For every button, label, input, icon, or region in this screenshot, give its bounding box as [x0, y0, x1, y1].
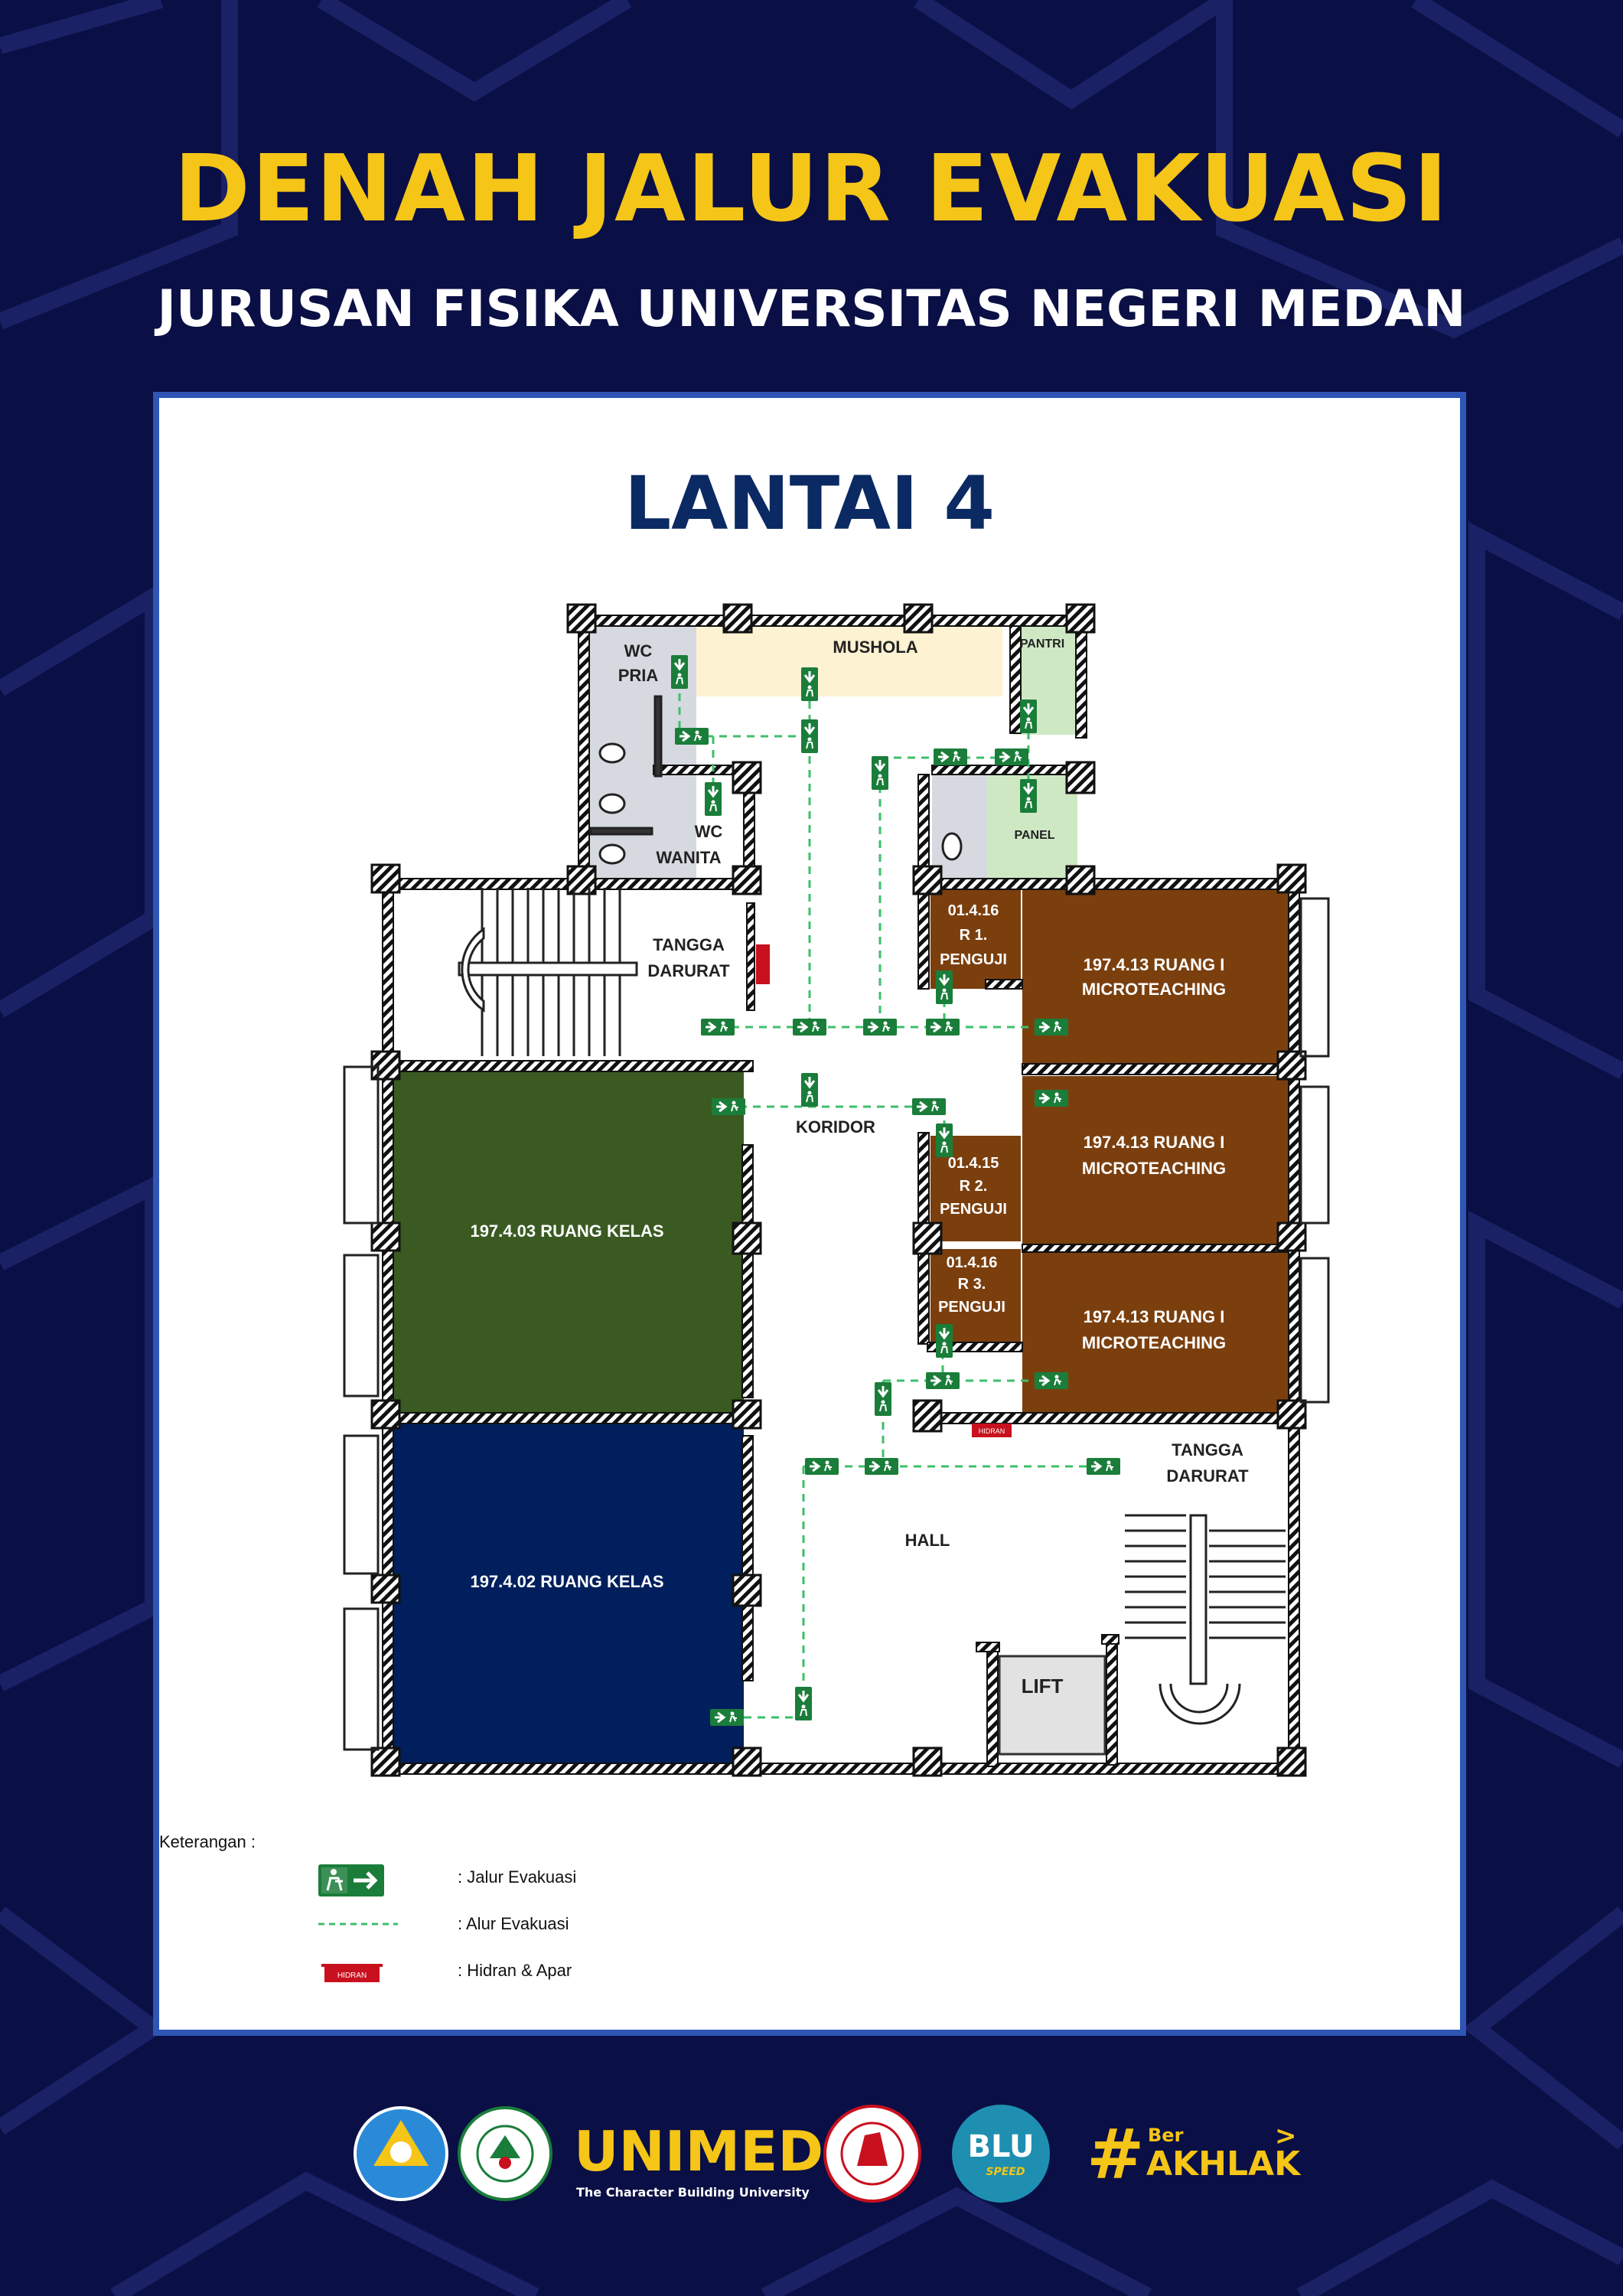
akhlak-arrow: >	[1275, 2121, 1297, 2151]
lift-room	[998, 1655, 1106, 1756]
microteaching-1-label-2: MICROTEACHING	[1082, 980, 1226, 999]
legend-hidran-apar: : Hidran & Apar	[458, 1961, 572, 1980]
hydrant-icon: HIDRAN	[321, 1964, 383, 1982]
universitas-negeri-medan-logo	[458, 2106, 552, 2201]
legend-icons: HIDRAN	[318, 1864, 398, 1982]
hydrant-legend-label: HIDRAN	[337, 1971, 367, 1980]
blu-speed-text: SPEED	[986, 2166, 1025, 2178]
footer-logos: UNIMED The Character Building University…	[354, 2105, 1302, 2203]
room-fills	[390, 626, 1289, 1766]
microteaching-2-label-1: 197.4.13 RUANG I	[1084, 1133, 1225, 1152]
windows	[343, 897, 1330, 1751]
hydrant-label: HIDRAN	[979, 1427, 1005, 1435]
kelas-1-room	[390, 1070, 744, 1413]
page-title: DENAH JALUR EVAKUASI	[174, 136, 1449, 243]
tangga-darurat-2-label-2: DARURAT	[1166, 1466, 1249, 1486]
penguji-1-label-3: PENGUJI	[940, 951, 1007, 968]
koridor-label: KORIDOR	[796, 1117, 875, 1137]
unimed-wordmark: UNIMED	[574, 2119, 823, 2183]
columns	[370, 603, 1307, 1777]
penguji-2-label-3: PENGUJI	[940, 1201, 1007, 1218]
penguji-3-label-3: PENGUJI	[938, 1299, 1005, 1316]
penguji-2-label-1: 01.4.15	[948, 1155, 999, 1172]
legend-alur-evakuasi: : Alur Evakuasi	[458, 1914, 569, 1933]
hydrant-markers: HIDRAN	[756, 944, 1012, 1437]
wc-pria-label-1: WC	[624, 641, 653, 660]
akhlak-ber: Ber	[1148, 2125, 1184, 2146]
akhlak-text: AKHLAK	[1146, 2144, 1302, 2183]
penguji-2-label-2: R 2.	[960, 1178, 988, 1195]
tangga-darurat-2-label-1: TANGGA	[1172, 1440, 1243, 1459]
akhlak-hash: #	[1087, 2115, 1144, 2195]
kelas-2-label: 197.4.02 RUANG KELAS	[470, 1572, 663, 1591]
walls	[382, 615, 1300, 1775]
storage-room	[932, 775, 987, 880]
wc-wanita-label-1: WC	[695, 822, 723, 841]
legend-jalur-evakuasi: : Jalur Evakuasi	[458, 1867, 577, 1887]
room-labels: WC PRIA MUSHOLA PANTRI WC WANITA PANEL T…	[470, 638, 1249, 1698]
floor-plan: HIDRAN WC PRIA MUSHOLA PANTRI WC WANITA …	[318, 603, 1330, 1982]
lift-label: LIFT	[1022, 1675, 1064, 1698]
zona-integritas-logo	[823, 2105, 921, 2203]
wc-wanita-label-2: WANITA	[656, 848, 721, 867]
microteaching-1-label-1: 197.4.13 RUANG I	[1084, 955, 1225, 974]
penguji-3-label-1: 01.4.16	[947, 1254, 998, 1271]
microteaching-3-label-2: MICROTEACHING	[1082, 1333, 1226, 1352]
hall-label: HALL	[905, 1531, 950, 1550]
penguji-3-label-2: R 3.	[958, 1276, 986, 1293]
penguji-1-label-1: 01.4.16	[948, 902, 999, 919]
hydrant-icon	[972, 1424, 1012, 1437]
tut-wuri-handayani-logo	[354, 2106, 448, 2201]
kelas-2-room	[390, 1422, 744, 1766]
penguji-1-label-2: R 1.	[960, 927, 988, 944]
panel-label: PANEL	[1014, 829, 1054, 842]
page-subtitle: JURUSAN FISIKA UNIVERSITAS NEGERI MEDAN	[157, 279, 1466, 338]
blu-speed-logo: BLU SPEED	[952, 2105, 1050, 2203]
kelas-1-label: 197.4.03 RUANG KELAS	[470, 1221, 663, 1241]
unimed-tagline: The Character Building University	[576, 2185, 810, 2200]
blu-text: BLU	[967, 2129, 1034, 2164]
microteaching-3-label-1: 197.4.13 RUANG I	[1084, 1307, 1225, 1326]
tangga-darurat-1-label-1: TANGGA	[653, 935, 725, 954]
microteaching-2-label-2: MICROTEACHING	[1082, 1159, 1226, 1178]
tangga-darurat-1-label-2: DARURAT	[647, 961, 730, 980]
microteaching-1-room	[1022, 886, 1289, 1064]
stairs	[458, 888, 1286, 1725]
toilet-fixtures	[589, 695, 963, 865]
hydrant-icon	[756, 944, 770, 984]
floor-title: LANTAI 4	[624, 461, 996, 546]
pantri-label: PANTRI	[1020, 638, 1064, 651]
evacuation-sign-icon	[318, 1864, 384, 1896]
legend-title: Keterangan :	[159, 1832, 256, 1851]
wc-pria-label-2: PRIA	[618, 666, 659, 685]
mushola-label: MUSHOLA	[833, 638, 917, 657]
